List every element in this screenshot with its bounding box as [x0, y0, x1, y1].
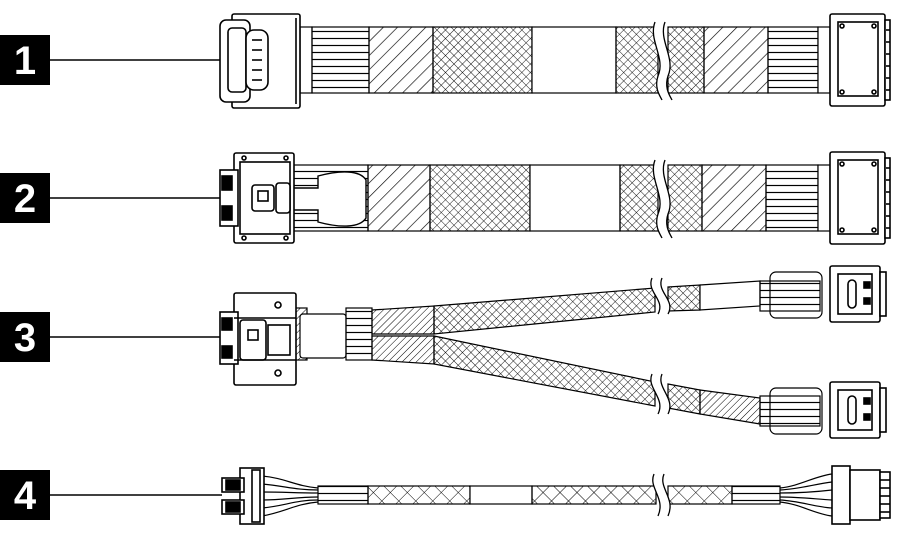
cable-3-lower-right-connector	[829, 381, 887, 439]
cable-4: 4	[0, 465, 891, 525]
badge-4: 4	[0, 470, 50, 520]
cable-2-right-connector	[829, 151, 891, 245]
cable-2-break	[652, 159, 663, 239]
cable-2-left-connector	[219, 152, 295, 244]
cable-4-sheath	[317, 485, 781, 505]
cable-4-right-wires	[779, 473, 833, 517]
cable-3-left-connector	[219, 292, 297, 386]
cable-2-pull-tab	[289, 171, 367, 227]
cable-3-upper-branch	[371, 271, 823, 335]
badge-1: 1	[0, 35, 50, 85]
cable-1-sheath	[299, 26, 831, 94]
cable-4-left-wires	[261, 475, 319, 517]
cable-4-left-connector	[221, 467, 265, 525]
cable-3-lower-branch	[371, 335, 823, 435]
cable-2: 2	[0, 151, 891, 245]
cable-1: 1	[0, 13, 891, 109]
cable-2-sheath	[292, 164, 831, 232]
cable-4-break	[652, 473, 661, 517]
cable-1-left-connector	[219, 13, 301, 109]
badge-2-label: 2	[14, 177, 36, 221]
cable-1-break	[653, 22, 672, 100]
badge-3: 3	[0, 312, 50, 362]
badge-2: 2	[0, 173, 50, 223]
badge-1-label: 1	[14, 39, 36, 83]
cable-3-trunk	[294, 307, 373, 361]
cable-4-right-connector	[831, 465, 891, 525]
badge-3-label: 3	[14, 316, 36, 360]
badge-4-label: 4	[14, 474, 37, 518]
cable-3-upper-right-connector	[829, 265, 887, 323]
cable-3: 3	[0, 265, 887, 439]
cable-1-right-connector	[829, 13, 891, 107]
